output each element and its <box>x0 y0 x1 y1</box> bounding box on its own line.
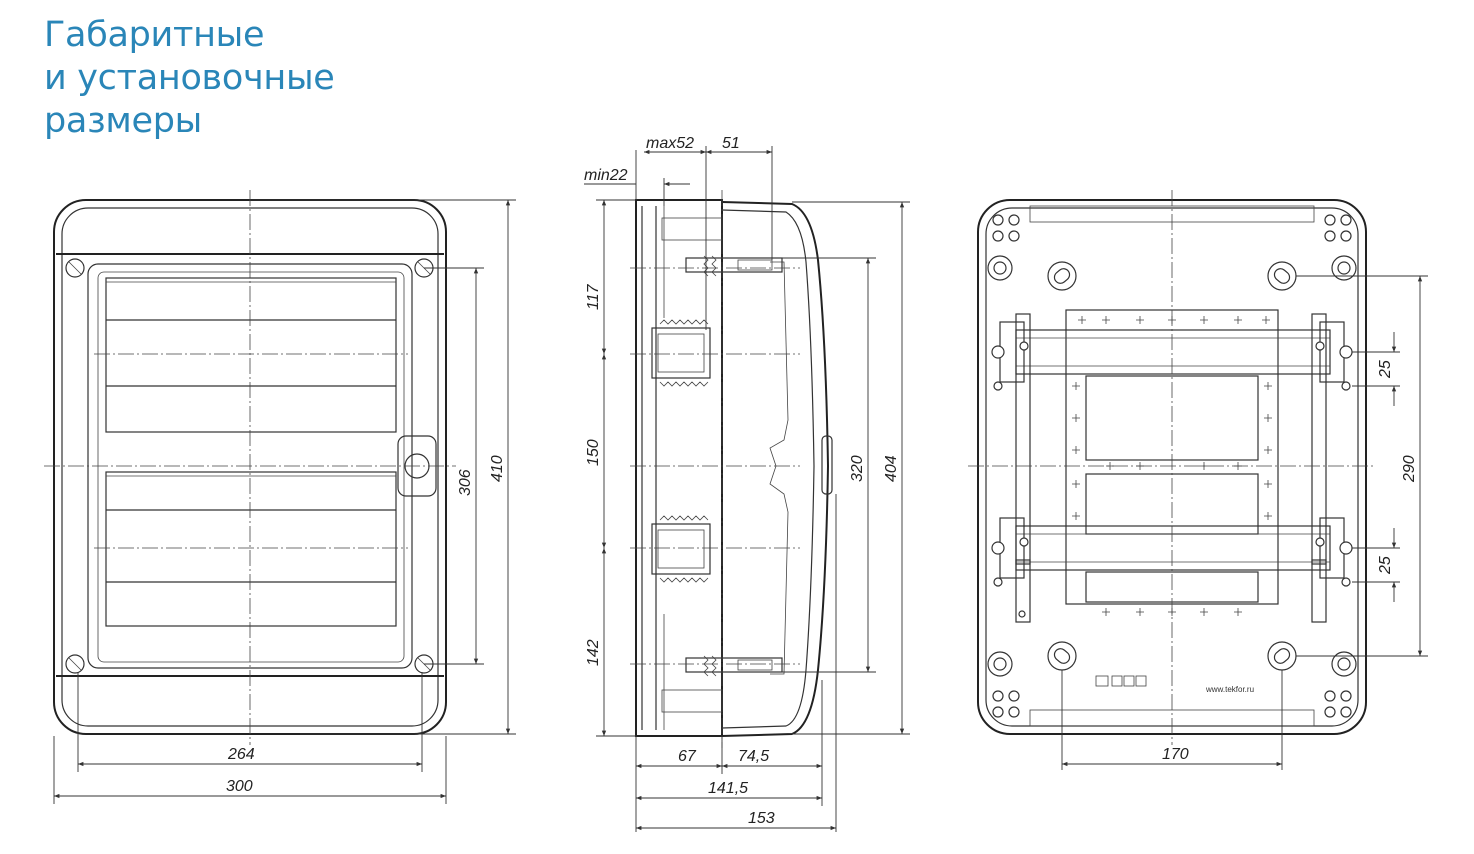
rear-view: www.tekfor.ru 170 290 25 25 <box>968 190 1428 770</box>
rear-certification-marks <box>1095 675 1147 687</box>
dim-front-outer-width: 300 <box>226 778 253 795</box>
dim-side-height-inner: 320 <box>849 455 866 482</box>
dim-rear-mount-width: 170 <box>1162 746 1189 763</box>
dim-front-inner-height: 306 <box>457 469 474 496</box>
title-line-3: размеры <box>44 101 202 141</box>
side-din-rail-bottom <box>651 515 711 583</box>
dim-side-top-offset: 51 <box>722 135 740 152</box>
dim-rear-mount-height: 290 <box>1401 455 1418 483</box>
dim-rear-rail-spacing-bottom: 25 <box>1377 556 1394 575</box>
dim-side-max-depth: max52 <box>646 135 694 152</box>
dim-side-section-top: 117 <box>585 283 602 310</box>
dim-side-min-depth: min22 <box>584 167 628 184</box>
side-latch <box>821 435 833 495</box>
dim-side-depth-front: 74,5 <box>738 748 769 765</box>
side-din-rail-top <box>651 319 711 387</box>
front-view: 264 300 306 410 <box>44 190 516 804</box>
dim-side-height-outer: 404 <box>883 455 900 482</box>
front-module-row-bottom <box>105 471 397 627</box>
side-base-body <box>635 199 723 737</box>
rear-rail-screw-icon <box>991 341 1353 618</box>
dim-side-section-bottom: 142 <box>585 639 602 666</box>
front-module-row-top <box>105 277 397 433</box>
title-line-2: и установочные <box>44 58 335 98</box>
title-line-1: Габаритные <box>44 15 265 55</box>
side-cover-profile <box>721 201 830 737</box>
page-title: Габаритные и установочные размеры <box>44 14 335 143</box>
dim-front-inner-width: 264 <box>227 746 255 763</box>
dim-side-depth-overall: 153 <box>748 810 775 827</box>
dim-side-section-mid: 150 <box>585 439 602 466</box>
dim-side-depth-base: 67 <box>678 748 697 765</box>
rear-corner-knockout-icon <box>987 214 1357 718</box>
dim-front-outer-height: 410 <box>489 455 506 482</box>
dim-side-depth-total: 141,5 <box>708 780 748 797</box>
rear-din-rail-top <box>999 313 1345 565</box>
dim-rear-rail-spacing-top: 25 <box>1377 360 1394 379</box>
side-view: max52 51 min22 117 150 142 320 404 67 74… <box>584 135 910 832</box>
rear-website-label: www.tekfor.ru <box>1205 685 1254 694</box>
